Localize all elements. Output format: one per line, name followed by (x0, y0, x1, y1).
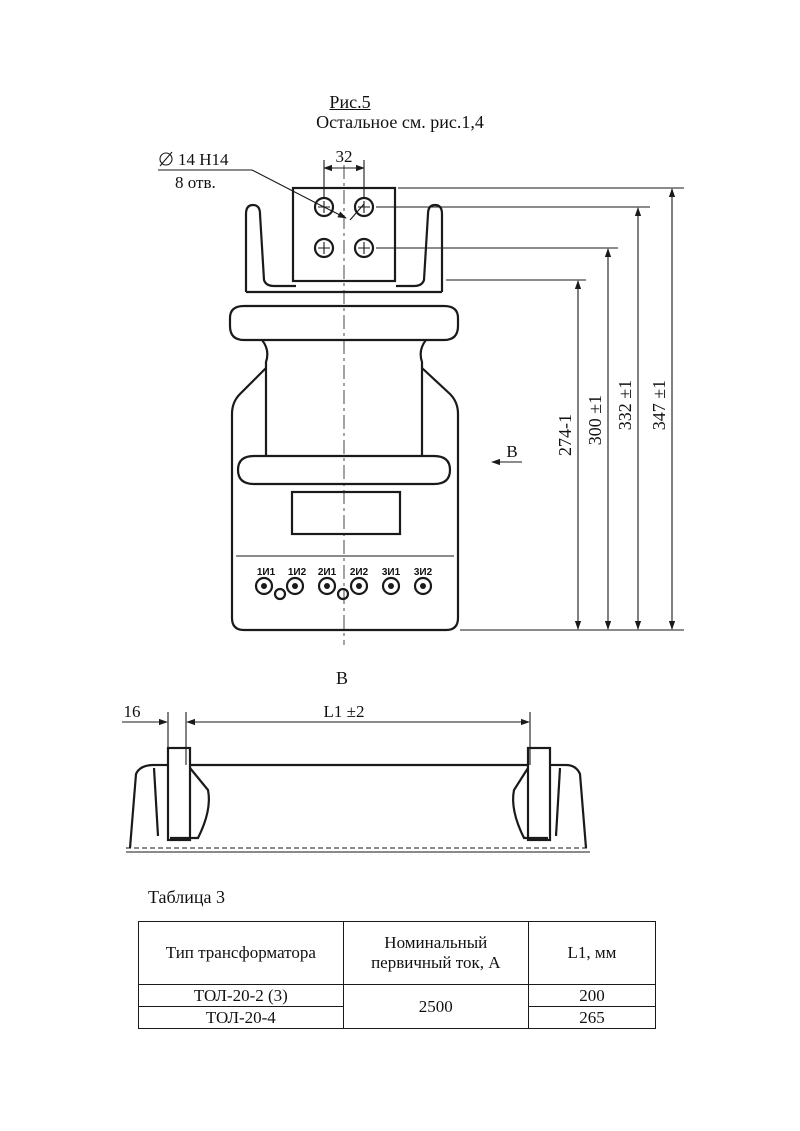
hole-spacing-dimension: 32 (323, 147, 365, 198)
hole-diameter-label: 14 Н14 (178, 150, 229, 169)
terminal-label: 2И2 (350, 567, 369, 578)
terminal-screw (349, 576, 369, 596)
view-arrow-label: В (506, 442, 517, 461)
dimension-label: 274-1 (555, 414, 575, 456)
cell-current: 2500 (342, 984, 529, 1029)
waist-right (419, 339, 427, 456)
height-dimensions: 274-1 300 ±1 332 ±1 347 ±1 (376, 187, 684, 631)
hole-callout: 14 Н14 8 отв. (158, 150, 365, 221)
view-b-title: В (336, 668, 348, 688)
terminal-screw (254, 576, 274, 596)
cell-l1: 265 (527, 1006, 657, 1029)
hole-spacing-label: 32 (336, 147, 353, 166)
hole-circle (353, 237, 375, 259)
terminal-label: 3И1 (382, 567, 401, 578)
left-wave (170, 767, 210, 840)
lower-collar (236, 454, 452, 486)
terminal-screw (413, 576, 433, 596)
figure-note: Остальное см. рис.1,4 (316, 112, 484, 132)
figure-title: Рис.5 (329, 92, 371, 112)
dimension-label: 332 ±1 (615, 380, 635, 430)
cell-type: ТОЛ-20-2 (3) (138, 984, 344, 1007)
terminal-label: 1И1 (257, 567, 276, 578)
right-fin (396, 203, 444, 292)
front-view: 1И1 1И2 2И1 2И2 3И1 3И2 (158, 147, 684, 645)
upper-collar (228, 304, 460, 342)
column-header-type: Тип трансформатора (138, 921, 344, 985)
terminal-label: 1И2 (288, 567, 307, 578)
hole-count-label: 8 отв. (175, 173, 216, 192)
cell-type: ТОЛ-20-4 (138, 1006, 344, 1029)
terminal-screw (285, 576, 305, 596)
busbar-plate (291, 186, 397, 283)
column-header-l1: L1, мм (527, 921, 657, 985)
transformer-body (230, 367, 460, 632)
dimension-label: 347 ±1 (649, 380, 669, 430)
offset-label: 16 (124, 702, 141, 721)
length-label: L1 ±2 (324, 702, 365, 721)
right-body-inner (554, 767, 562, 837)
view-b: В 16 L1 ±2 (122, 668, 590, 853)
dimension-label: 300 ±1 (585, 395, 605, 445)
waist-left (261, 339, 269, 456)
left-body-inner (152, 767, 160, 837)
table-row: ТОЛ-20-2 (3) 2500 200 (138, 984, 657, 1029)
right-wave (512, 767, 548, 840)
cell-l1: 200 (527, 984, 657, 1007)
hole-circle (313, 237, 335, 259)
view-b-arrow: В (491, 442, 522, 466)
table-header-row: Тип трансформатора Номинальный первичный… (138, 921, 657, 985)
table-caption: Таблица 3 (148, 887, 225, 907)
left-body-edge (128, 763, 155, 849)
spec-table: Тип трансформатора Номинальный первичный… (138, 921, 657, 1029)
nameplate (290, 490, 402, 536)
ground-screw (336, 587, 350, 601)
right-terminal-post (526, 746, 552, 842)
column-header-current: Номинальный первичный ток, А (342, 921, 529, 985)
terminal-label: 3И2 (414, 567, 433, 578)
terminal-label: 2И1 (318, 567, 337, 578)
right-body-edge (565, 763, 588, 849)
left-terminal-post (166, 746, 192, 842)
terminal-screw (317, 576, 337, 596)
table-row: ТОЛ-20-4 265 (138, 1006, 657, 1029)
terminal-screw (381, 576, 401, 596)
left-fin (244, 203, 296, 292)
ground-screw (273, 587, 287, 601)
secondary-terminals: 1И1 1И2 2И1 2И2 3И1 3И2 (254, 567, 433, 601)
